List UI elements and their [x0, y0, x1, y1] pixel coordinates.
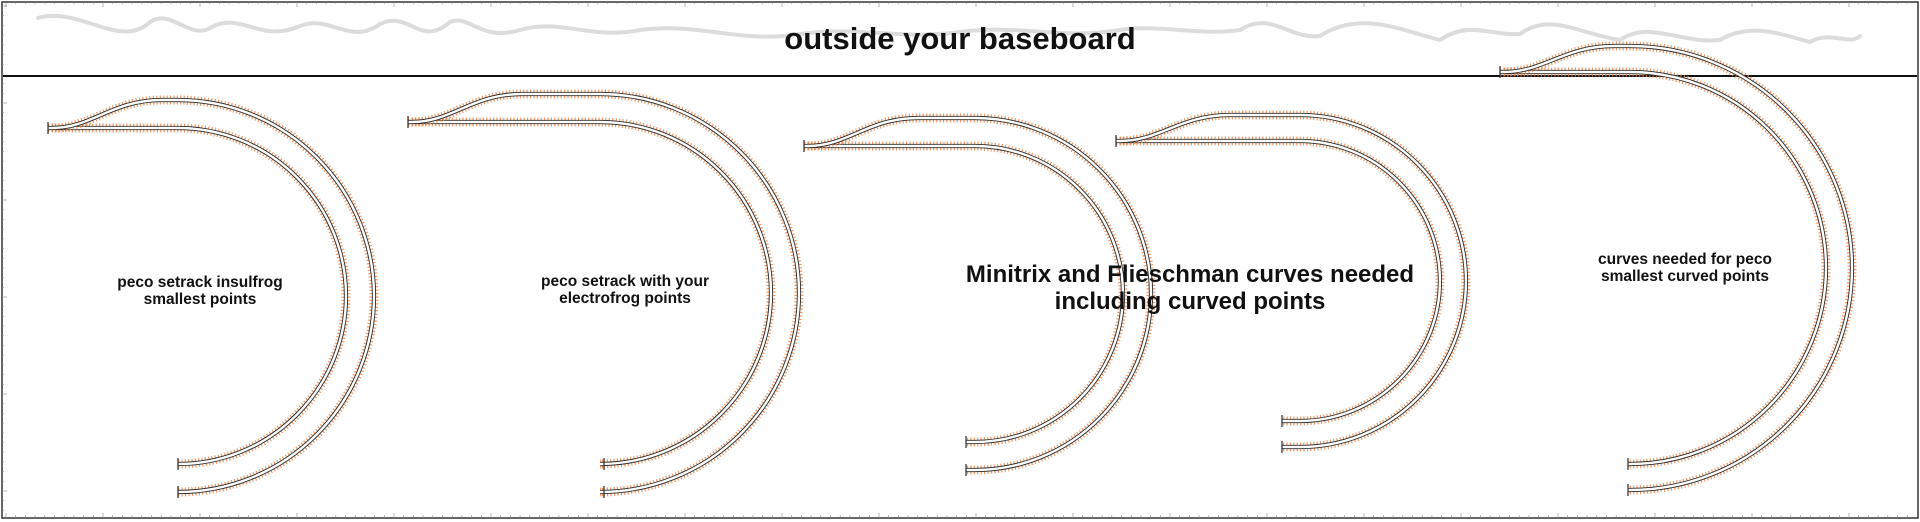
inner-track-1 [48, 123, 351, 469]
outer-track-5 [1503, 41, 1857, 495]
inner-track-4 [1116, 136, 1445, 426]
track-layouts [47, 41, 1857, 498]
ruler-bottom [5, 513, 1908, 518]
inner-track-3 [804, 141, 1128, 447]
ruler-left [2, 5, 7, 511]
outer-track-3 [807, 113, 1156, 475]
track-layout-5 [1499, 41, 1857, 496]
layout-label-minitrix-fleischmann: Minitrix and Flieschman curves needed in… [965, 261, 1415, 315]
header-title: outside your baseboard [784, 21, 1136, 56]
outer-track-2 [411, 89, 804, 497]
inner-track-5 [1500, 67, 1831, 469]
outer-track-1 [51, 95, 379, 497]
layout-label-peco-insulfrog: peco setrack insulfrog smallest points [117, 274, 283, 309]
track-layout-1 [47, 95, 379, 498]
ruler-top [5, 2, 1908, 7]
outer-track-4 [1119, 110, 1471, 452]
track-layout-4 [1115, 110, 1471, 453]
track-layout-2 [407, 89, 804, 498]
layout-label-peco-curved-points: curves needed for peco smallest curved p… [1597, 251, 1772, 286]
header-scribble [36, 13, 1862, 44]
inner-track-2 [408, 117, 776, 469]
track-layout-3 [803, 113, 1156, 476]
layout-label-peco-electrofrog: peco setrack with your electrofrog point… [541, 273, 709, 308]
